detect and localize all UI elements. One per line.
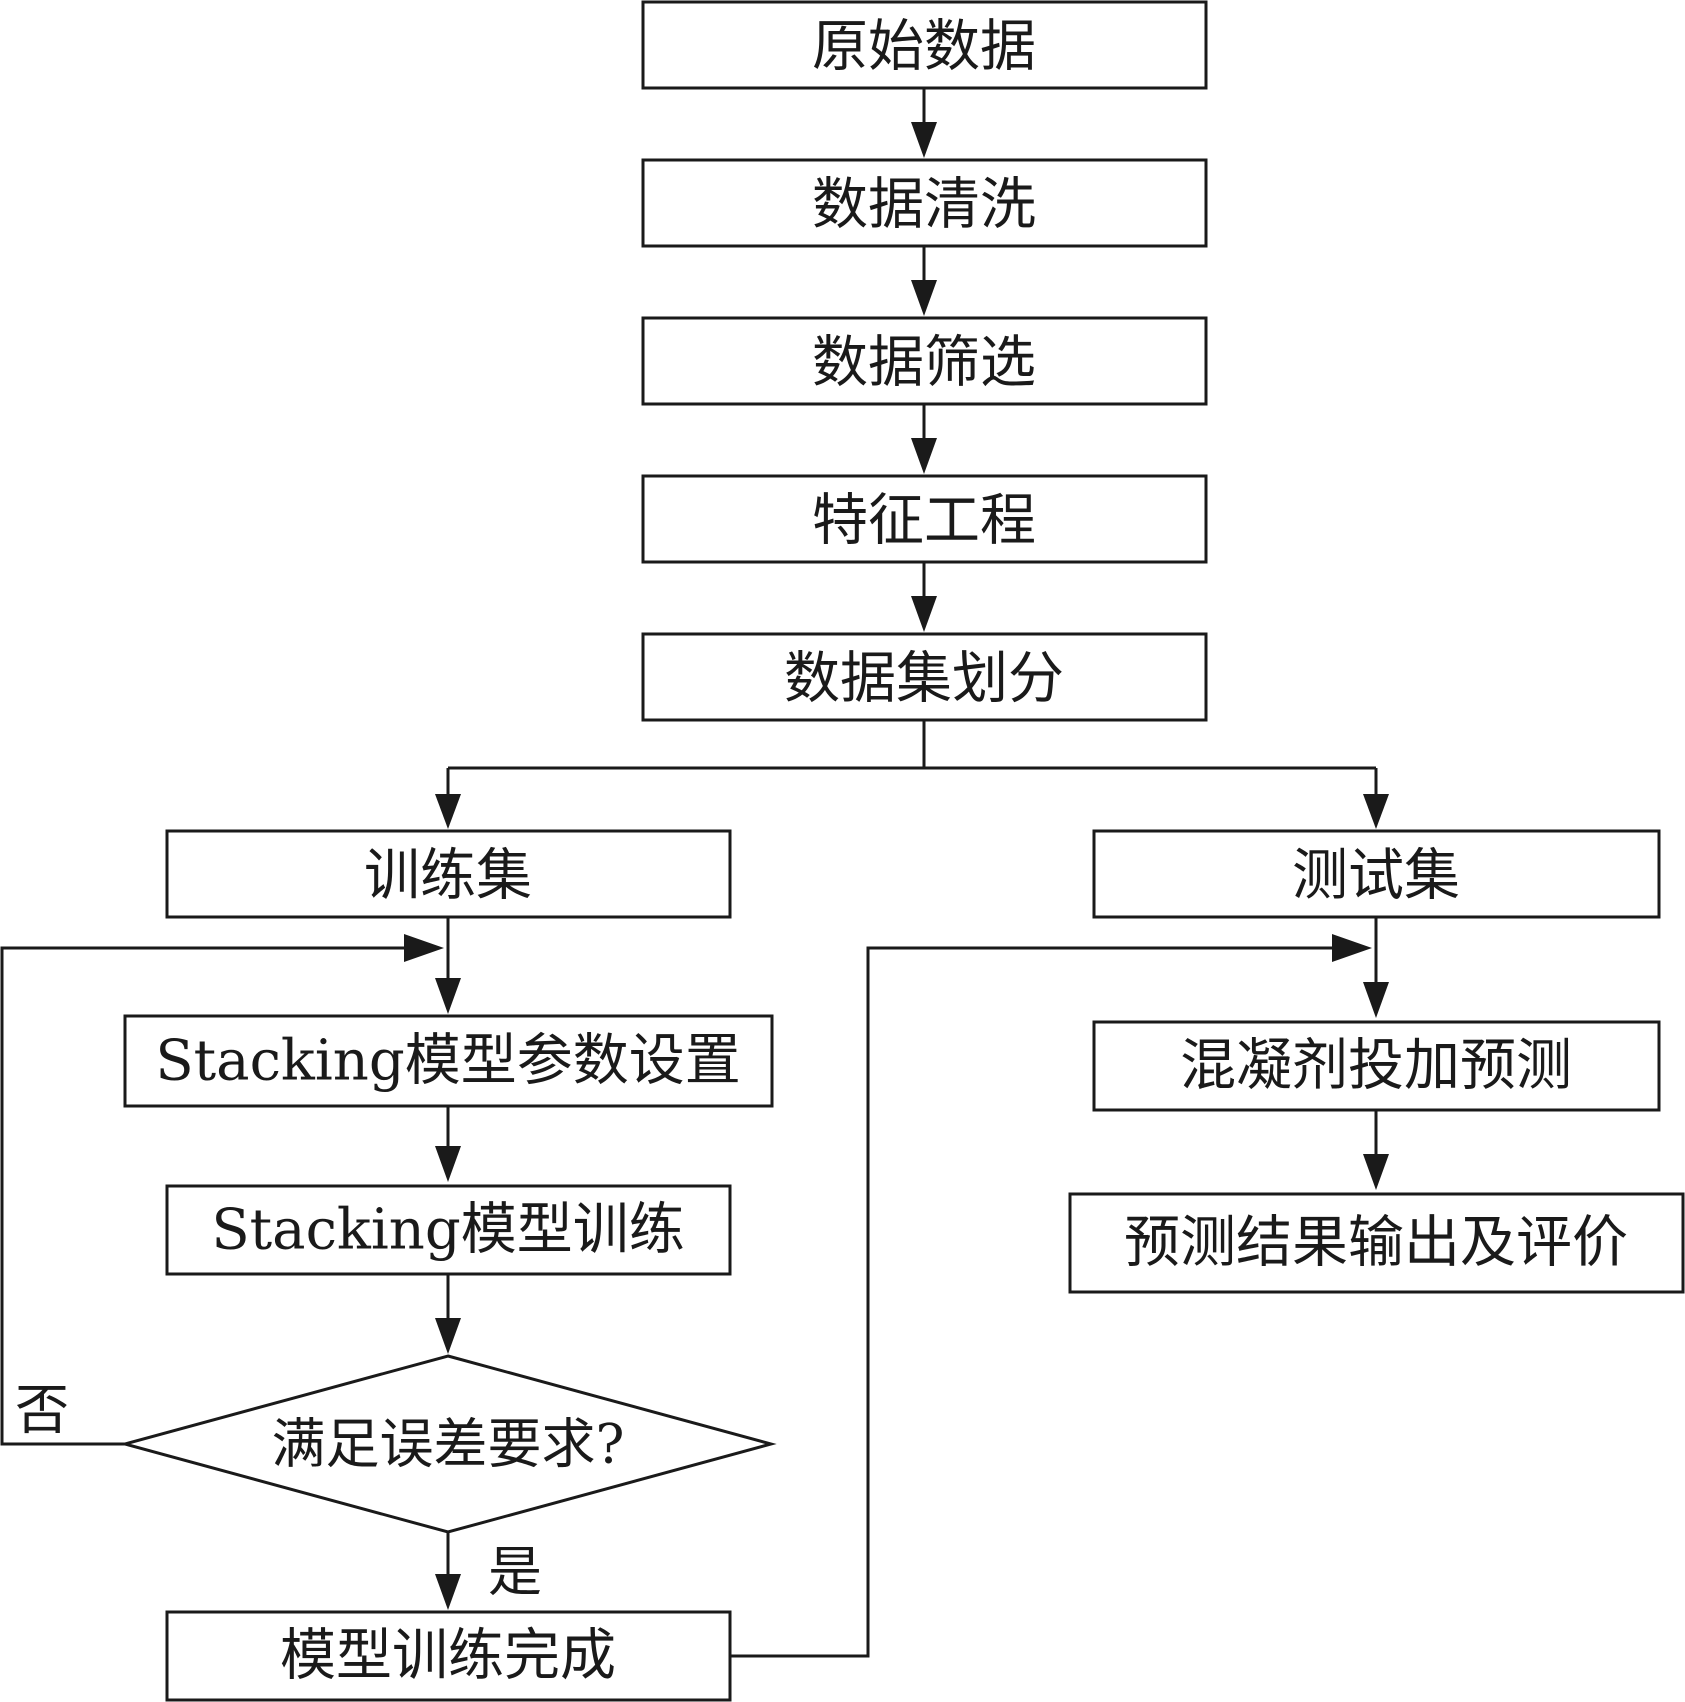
arrow-raw-to-cleaning [911, 88, 937, 158]
arrow-training-to-decision [435, 1274, 461, 1354]
node-test-set-label: 测试集 [1292, 844, 1460, 909]
arrow-no-loop-head [404, 934, 444, 962]
node-feature-engineering-label: 特征工程 [812, 489, 1036, 554]
node-dataset-split-label: 数据集划分 [784, 647, 1064, 712]
arrow-to-training-set [435, 794, 461, 829]
node-training-set-label: 训练集 [364, 844, 532, 909]
node-data-cleaning: 数据清洗 [641, 158, 1208, 248]
loop-no-feedback [0, 934, 444, 1446]
node-data-cleaning-label: 数据清洗 [812, 173, 1036, 238]
arrow-test-set-to-prediction [1363, 917, 1389, 1018]
arrow-to-test-set [1363, 794, 1389, 829]
node-data-filtering: 数据筛选 [641, 316, 1208, 406]
arrow-connector-head [1332, 934, 1372, 962]
node-test-set: 测试集 [1092, 829, 1661, 919]
node-raw-data: 原始数据 [641, 0, 1208, 90]
node-feature-engineering: 特征工程 [641, 474, 1208, 564]
node-training-complete-label: 模型训练完成 [280, 1624, 616, 1689]
node-data-filtering-label: 数据筛选 [812, 331, 1036, 396]
arrow-decision-to-complete [435, 1532, 461, 1610]
node-model-training: Stacking模型训练 [165, 1184, 732, 1276]
node-coagulant-prediction-label: 混凝剂投加预测 [1180, 1034, 1572, 1099]
arrow-params-to-training [435, 1106, 461, 1182]
arrow-cleaning-to-filtering [911, 246, 937, 316]
branch-split-lines [446, 720, 1378, 798]
node-training-set: 训练集 [165, 829, 732, 919]
node-training-complete: 模型训练完成 [165, 1610, 732, 1702]
node-result-output: 预测结果输出及评价 [1068, 1192, 1685, 1294]
arrow-training-set-to-params [435, 917, 461, 1014]
connector-complete-to-prediction [730, 934, 1372, 1658]
node-error-check: 满足误差要求? [119, 1354, 777, 1534]
node-dataset-split: 数据集划分 [641, 632, 1208, 722]
node-raw-data-label: 原始数据 [812, 15, 1036, 80]
node-param-setting-label: Stacking模型参数设置 [155, 1029, 740, 1094]
node-model-training-label: Stacking模型训练 [211, 1198, 684, 1263]
arrow-feature-to-split [911, 562, 937, 632]
label-no: 否 [15, 1379, 69, 1442]
node-result-output-label: 预测结果输出及评价 [1124, 1211, 1628, 1276]
node-coagulant-prediction: 混凝剂投加预测 [1092, 1020, 1661, 1112]
arrow-filtering-to-feature [911, 404, 937, 474]
arrow-prediction-to-output [1363, 1110, 1389, 1190]
node-error-check-label: 满足误差要求? [272, 1413, 625, 1476]
label-yes: 是 [488, 1541, 542, 1604]
node-param-setting: Stacking模型参数设置 [123, 1014, 774, 1108]
